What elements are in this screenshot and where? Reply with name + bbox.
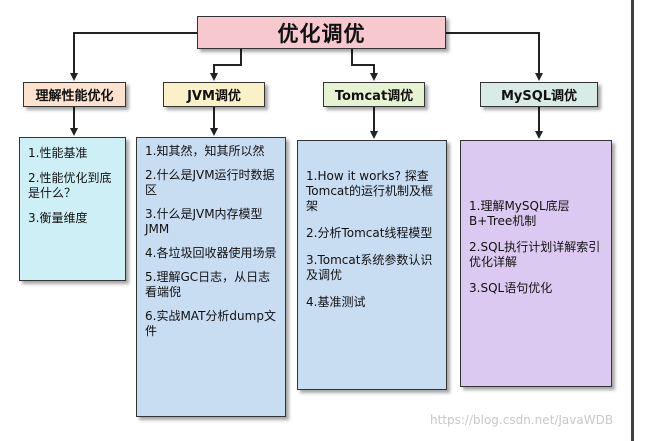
connector-root-to-cat3 bbox=[351, 49, 378, 81]
detail-item: 6.实战MAT分析dump文件 bbox=[145, 309, 276, 338]
category-label: JVM调优 bbox=[187, 89, 241, 104]
detail-item: 3.什么是JVM内存模型JMM bbox=[145, 207, 263, 236]
root-title: 优化调优 bbox=[277, 21, 366, 46]
detail-item: 4.基准测试 bbox=[306, 295, 366, 309]
connector-root-to-cat4 bbox=[446, 32, 543, 81]
detail-item: 1.性能基准 bbox=[28, 146, 88, 160]
detail-tomcat-box: 1.How it works? 探查Tomcat的运行机制及框架 2.分析Tom… bbox=[297, 140, 447, 390]
category-label: Tomcat调优 bbox=[334, 89, 414, 104]
detail-item: 1.How it works? 探查Tomcat的运行机制及框架 bbox=[306, 169, 433, 213]
root-node: 优化调优 bbox=[197, 16, 446, 49]
watermark: https://blog.csdn.net/JavaWDB bbox=[430, 413, 614, 427]
detail-item: 2.分析Tomcat线程模型 bbox=[306, 226, 433, 240]
category-label: MySQL调优 bbox=[500, 89, 578, 104]
detail-item: 2.什么是JVM运行时数据区 bbox=[145, 168, 275, 197]
category-mysql-node: MySQL调优 bbox=[480, 82, 598, 107]
detail-item: 3.Tomcat系统参数认识及调优 bbox=[306, 253, 433, 282]
detail-item: 5.理解GC日志，从日志看端倪 bbox=[145, 270, 271, 299]
detail-jvm-box: 1.知其然，知其所以然 2.什么是JVM运行时数据区 3.什么是JVM内存模型J… bbox=[136, 137, 286, 417]
detail-mysql-box: 1.理解MySQL底层B+Tree机制 2.SQL执行计划详解索引优化详解 3.… bbox=[460, 140, 612, 387]
root-connectors bbox=[70, 32, 543, 81]
detail-performance-box: 1.性能基准 2.性能优化到底是什么？ 3.衡量维度 bbox=[19, 137, 126, 281]
connector-root-to-cat1 bbox=[70, 32, 197, 81]
detail-item: 2.性能优化到底是什么？ bbox=[28, 171, 112, 200]
category-tomcat-node: Tomcat调优 bbox=[323, 82, 425, 107]
detail-item: 1.知其然，知其所以然 bbox=[145, 144, 265, 158]
category-label: 理解性能优化 bbox=[35, 89, 114, 104]
detail-item: 3.衡量维度 bbox=[28, 211, 88, 225]
category-connectors bbox=[70, 107, 543, 139]
detail-item: 4.各垃圾回收器使用场景 bbox=[145, 246, 277, 260]
detail-item: 3.SQL语句优化 bbox=[469, 281, 553, 295]
connector-root-to-cat2 bbox=[210, 49, 242, 81]
category-jvm-node: JVM调优 bbox=[163, 82, 265, 107]
right-edge-line bbox=[631, 0, 634, 441]
detail-item: 2.SQL执行计划详解索引优化详解 bbox=[469, 240, 601, 269]
detail-item: 1.理解MySQL底层B+Tree机制 bbox=[469, 199, 570, 228]
category-performance-node: 理解性能优化 bbox=[23, 82, 126, 107]
